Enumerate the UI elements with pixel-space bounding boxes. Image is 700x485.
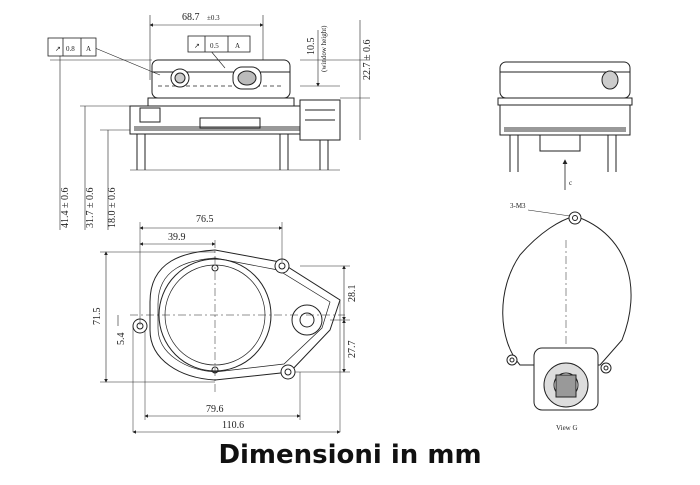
mid-height-dimension: 31.7 ± 0.6 <box>85 188 96 229</box>
plan-view <box>100 222 350 434</box>
plan-right-lower-dimension: 27.7 <box>347 341 358 359</box>
window-height-note: (window height) <box>320 25 328 72</box>
view-arrow-label: c <box>569 179 572 187</box>
plan-right-upper-dimension: 28.1 <box>347 285 358 303</box>
hole-callout: 3-M3 <box>510 202 526 210</box>
flatness-frame-right: ↗ 0.5 A <box>187 35 251 53</box>
plan-overall-top-dimension: 76.5 <box>196 214 214 225</box>
flatness-left-symbol: ↗ <box>55 45 61 53</box>
view-g-label: View G <box>556 424 578 432</box>
plan-bottom-outer-dimension: 110.6 <box>222 420 244 431</box>
plan-center-top-dimension: 39.9 <box>168 232 186 243</box>
flatness-left-value: 0.8 <box>66 45 75 53</box>
front-elevation-view <box>50 15 370 230</box>
flatness-right-ref: A <box>235 42 240 50</box>
total-height-dimension: 41.4 ± 0.6 <box>60 188 71 229</box>
top-height-dimension: 22.7 ± 0.6 <box>362 40 373 81</box>
flatness-right-symbol: ↗ <box>194 42 200 50</box>
width-dimension: 68.7 <box>182 12 200 23</box>
side-elevation-view <box>497 61 633 190</box>
flatness-right-value: 0.5 <box>210 42 219 50</box>
plan-bottom-inner-dimension: 79.6 <box>206 404 224 415</box>
plan-height-dimension: 71.5 <box>92 308 103 326</box>
drawing-caption: Dimensioni in mm <box>218 440 482 470</box>
width-tolerance: ±0.3 <box>207 14 220 22</box>
plan-offset-dimension: 5.4 <box>116 333 127 346</box>
window-offset-dimension: 10.5 <box>306 38 317 56</box>
bottom-view-g <box>502 209 632 411</box>
flatness-frame-left: ↗ 0.8 A <box>47 37 97 57</box>
flatness-left-ref: A <box>86 45 91 53</box>
base-height-dimension: 18.0 ± 0.6 <box>107 188 118 229</box>
